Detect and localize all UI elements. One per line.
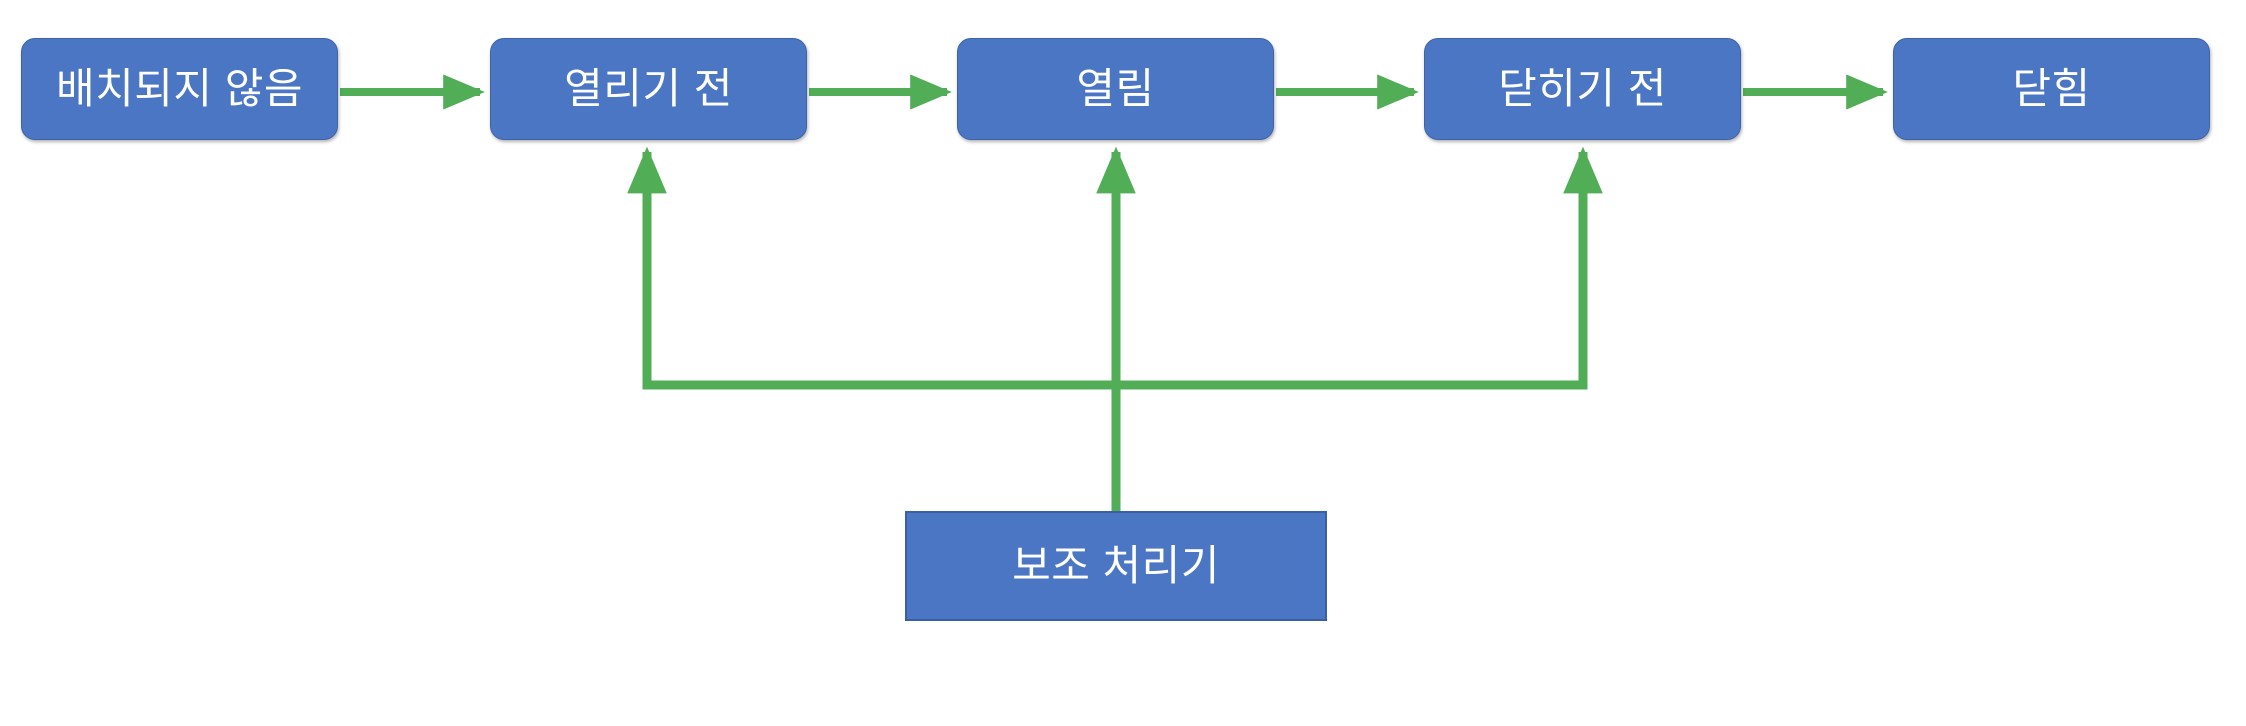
node-not-deployed-label: 배치되지 않음 <box>55 64 303 112</box>
node-closed-label: 닫힘 <box>2012 64 2091 112</box>
node-before-open-label: 열리기 전 <box>564 64 733 112</box>
node-coprocessor[interactable]: 보조 처리기 <box>905 511 1327 621</box>
node-closed[interactable]: 닫힘 <box>1893 38 2210 140</box>
node-before-close-label: 닫히기 전 <box>1498 64 1667 112</box>
node-before-close[interactable]: 닫히기 전 <box>1424 38 1741 140</box>
node-before-open[interactable]: 열리기 전 <box>490 38 807 140</box>
node-opened-label: 열림 <box>1076 64 1155 112</box>
node-coprocessor-label: 보조 처리기 <box>1012 541 1220 589</box>
node-not-deployed[interactable]: 배치되지 않음 <box>21 38 338 140</box>
node-opened[interactable]: 열림 <box>957 38 1274 140</box>
